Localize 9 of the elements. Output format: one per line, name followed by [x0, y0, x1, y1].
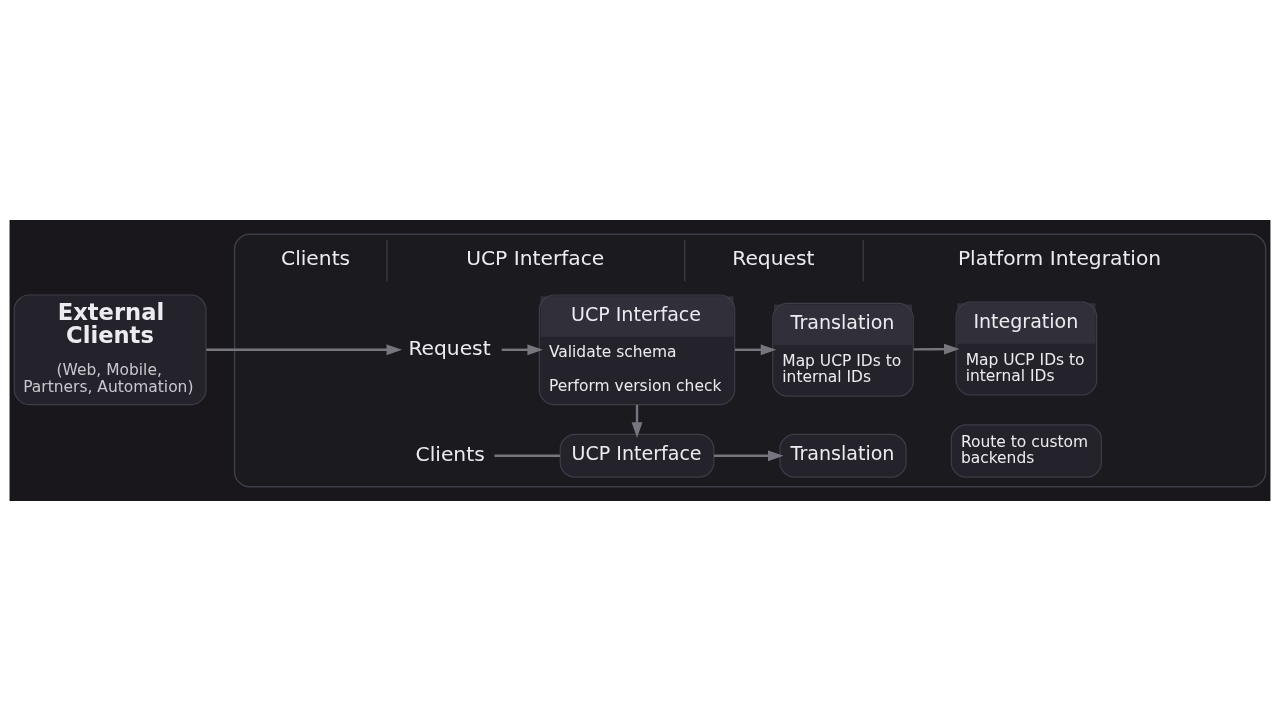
- arrow: [631, 404, 643, 438]
- arrow: [734, 343, 777, 355]
- node-text: Request: [408, 335, 491, 360]
- arrow: [714, 449, 784, 461]
- arrow: [913, 343, 960, 355]
- arrow: [206, 343, 403, 355]
- node-text: Clients: [415, 441, 485, 466]
- connector: [494, 454, 560, 457]
- arrow: [501, 343, 543, 355]
